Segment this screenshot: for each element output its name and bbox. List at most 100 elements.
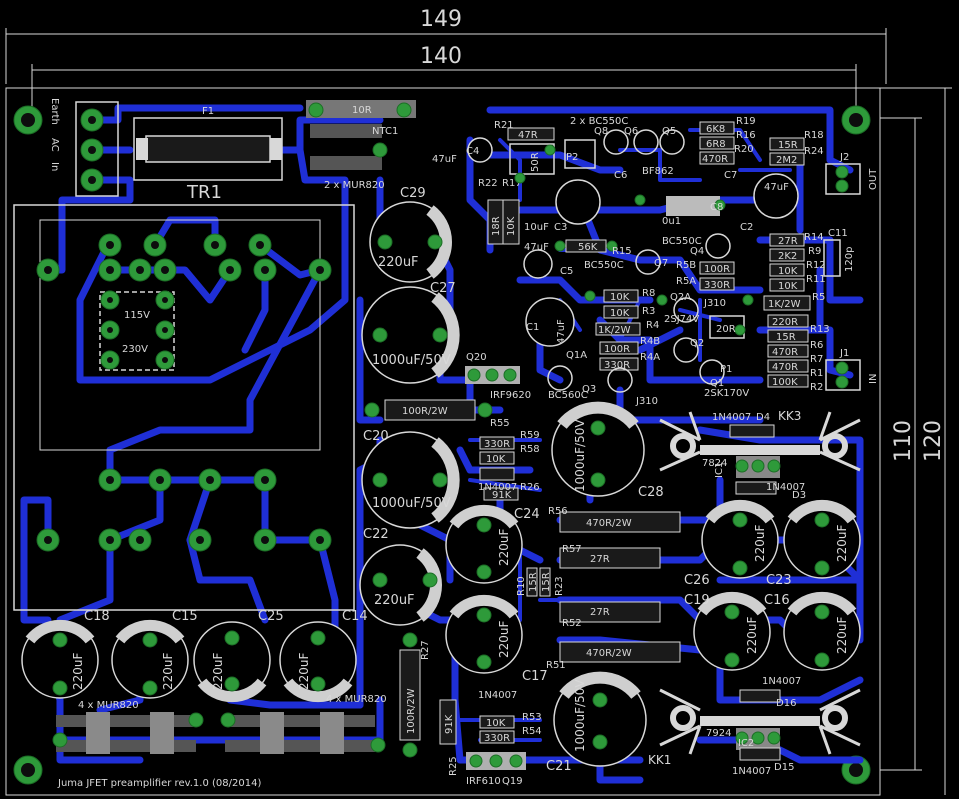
value-bc550c-a: BC550C	[662, 236, 702, 247]
label-r26: R26	[520, 482, 540, 493]
label-r16: R16	[736, 130, 756, 141]
label-r7: R7	[810, 354, 823, 365]
value-c8: 0u1	[662, 216, 681, 227]
value-p2: 50R	[530, 152, 541, 172]
ac-input-line-3: In	[49, 162, 60, 171]
value-c28: 1000uF/50V	[573, 419, 587, 492]
value-2sk170v: 2SK170V	[704, 388, 749, 399]
value-bc560c: J310	[635, 396, 658, 407]
label-c18: C18	[84, 609, 110, 624]
note-mur-right: 4 x MUR820	[326, 694, 387, 705]
value-r59: 330R	[484, 439, 510, 450]
value-c11: 120p	[844, 247, 855, 272]
value-p1: 20R	[716, 324, 736, 335]
label-r27: R27	[420, 640, 431, 660]
label-r56: R56	[548, 506, 568, 517]
label-p1: P1	[720, 364, 732, 375]
mounting-holes	[13, 105, 871, 785]
label-j2: J2	[839, 152, 849, 163]
big-capacitors	[359, 201, 460, 626]
label-r12: R12	[806, 260, 826, 271]
transformer-pads	[36, 233, 332, 552]
value-r58: 10K	[486, 454, 506, 465]
label-q8: Q8	[594, 126, 608, 137]
value-c5: 47uF	[524, 242, 549, 253]
label-c26: C26	[684, 573, 710, 588]
value-r9: 2K2	[778, 251, 797, 262]
label-r11: R11	[806, 274, 826, 285]
label-r5: R5	[812, 292, 825, 303]
heatsink-kk3	[659, 411, 861, 478]
amplifier-section	[467, 121, 861, 393]
label-d15: D15	[774, 762, 794, 773]
value-c15: 220uF	[161, 652, 175, 690]
label-r17: R17	[502, 178, 522, 189]
small-resistor-stack-1	[479, 436, 519, 744]
label-q4: Q4	[690, 246, 704, 257]
label-r18: R18	[804, 130, 824, 141]
value-r24: 2M2	[776, 155, 797, 166]
label-r59: R59	[520, 430, 540, 441]
label-r13: R13	[810, 324, 830, 335]
label-d4: D4	[756, 412, 770, 423]
label-r51: R51	[546, 660, 566, 671]
label-r6: R6	[810, 340, 823, 351]
value-c7: 47uF	[764, 182, 789, 193]
label-c22: C22	[363, 527, 389, 542]
ac-input-terminal	[75, 101, 119, 197]
value-r14: 27R	[778, 236, 798, 247]
dim-inner-height: 110	[891, 420, 916, 462]
value-r10: 15R	[528, 572, 539, 592]
label-r19: R19	[736, 116, 756, 127]
note-mur-top: 2 x MUR820	[324, 180, 385, 191]
label-c19: C19	[684, 593, 710, 608]
value-2sj74v: 2SJ74V	[664, 314, 699, 325]
label-j1: J1	[839, 348, 849, 359]
value-r17: 10K	[506, 216, 517, 236]
label-ntc1: NTC1	[372, 126, 398, 137]
label-c5: C5	[560, 266, 573, 277]
label-r8: R8	[642, 288, 655, 299]
label-c28: C28	[638, 485, 664, 500]
label-c4: C4	[466, 146, 479, 157]
right-capacitors	[693, 499, 861, 671]
right-diodes	[729, 424, 781, 761]
fuse-holder	[133, 117, 283, 181]
board-footer-text: Juma JFET preamplifier rev.1.0 (08/2014)	[57, 778, 261, 789]
label-in: IN	[868, 374, 879, 384]
value-r5: 1K/2W	[768, 299, 801, 310]
ac-input-line-2: AC	[49, 138, 60, 152]
value-r23: 15R	[541, 572, 552, 592]
value-c22: 220uF	[374, 593, 415, 608]
label-ic2: IC2	[738, 738, 754, 749]
label-r23: R23	[554, 576, 565, 596]
value-c19: 220uF	[745, 616, 759, 654]
value-r27: 100R/2W	[406, 688, 417, 734]
mosfets	[465, 366, 526, 770]
label-r4b: R4B	[640, 336, 660, 347]
label-q5: Q5	[662, 126, 676, 137]
label-c24: C24	[514, 507, 540, 522]
value-r5a: 330R	[704, 280, 730, 291]
label-r57: R57	[562, 544, 582, 555]
label-c21: C21	[546, 759, 572, 774]
value-r25: 91K	[444, 714, 455, 734]
value-ic1: 7824	[702, 458, 727, 469]
value-r56: 470R/2W	[586, 518, 632, 529]
value-r18: 15R	[778, 140, 798, 151]
value-r21: 47R	[518, 130, 538, 141]
label-r2: R2	[810, 382, 823, 393]
ac-input-label: Earth AC In	[49, 98, 60, 171]
label-r52: R52	[562, 618, 582, 629]
value-r3: 10K	[610, 308, 630, 319]
label-kk3: KK3	[778, 409, 801, 423]
value-r4: 1K/2W	[598, 325, 631, 336]
fuse-label: F1	[202, 106, 214, 117]
label-r10-top: 10R	[352, 105, 372, 116]
label-r15: R15	[612, 246, 632, 257]
ac-input-line-1: Earth	[49, 98, 60, 125]
label-q3: Q3	[582, 384, 596, 395]
label-q7: Q7	[654, 258, 668, 269]
board-outline	[5, 87, 881, 796]
label-q2a: Q2A	[670, 292, 691, 303]
